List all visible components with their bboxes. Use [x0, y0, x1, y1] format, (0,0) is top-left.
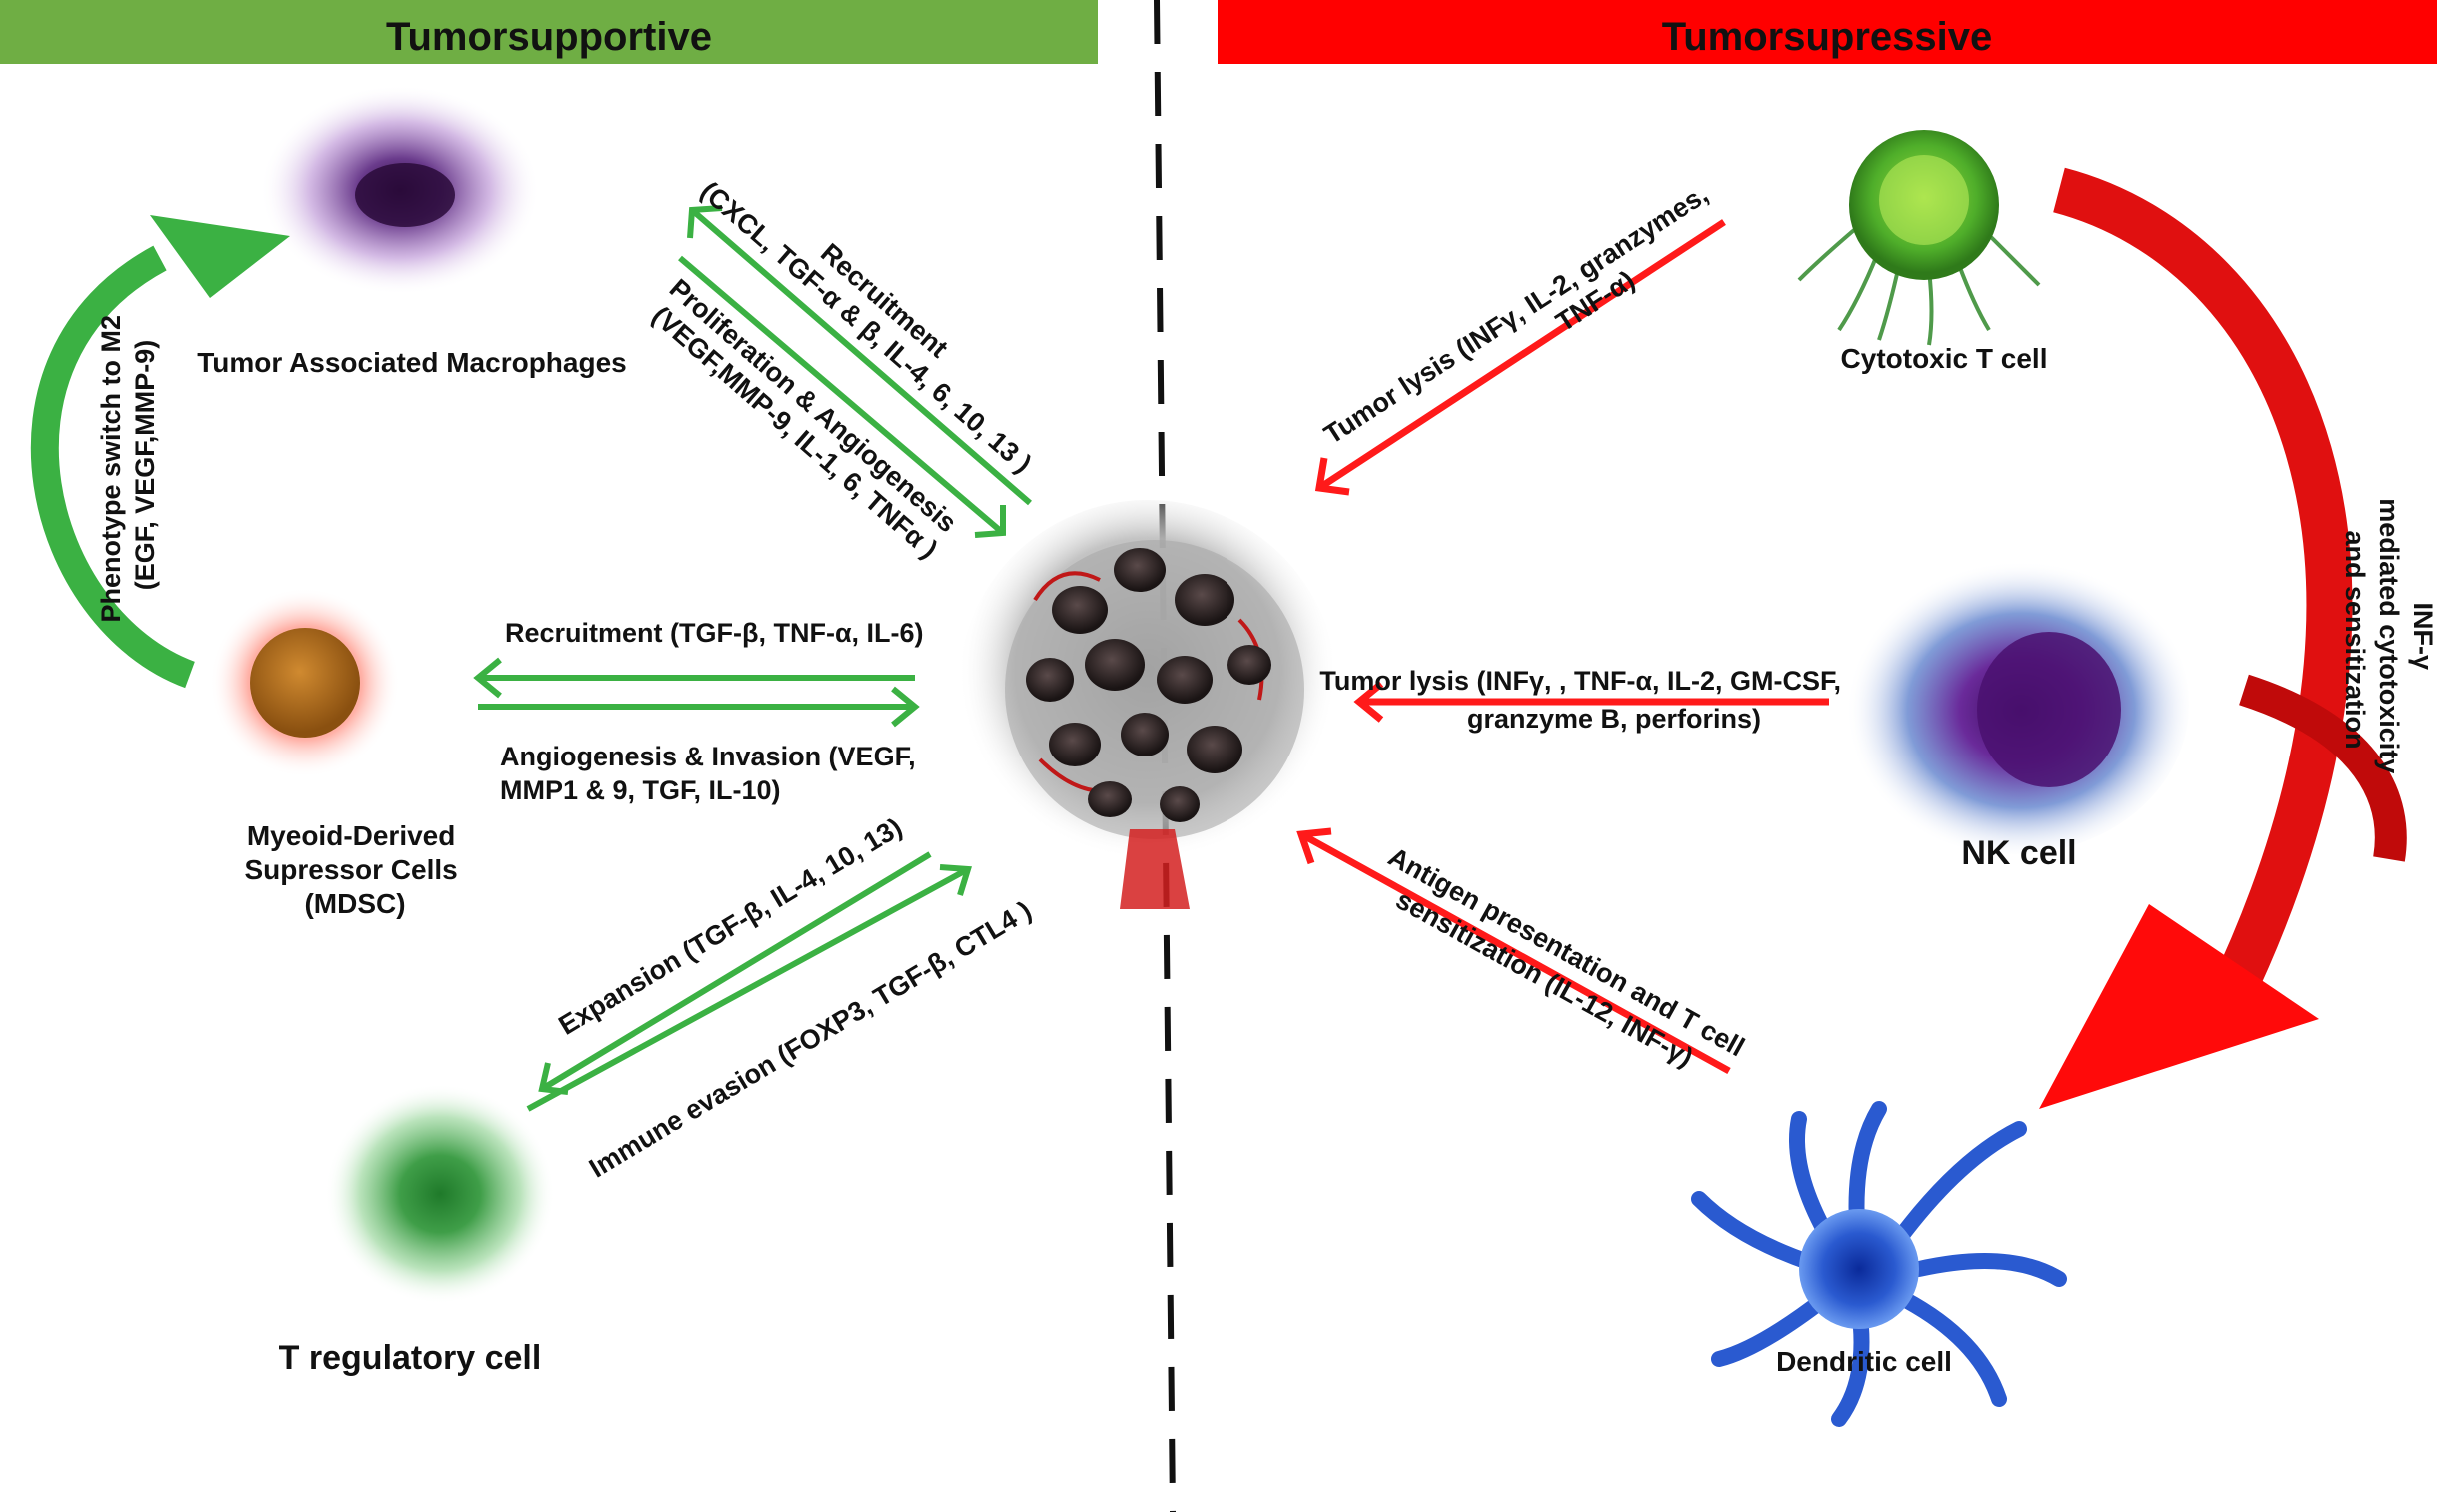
- tam-arrows: [678, 205, 1032, 538]
- mdsc-cell-icon: [210, 588, 400, 777]
- dendritic-cell-label: Dendritic cell: [1776, 1346, 1952, 1377]
- treg-cell-icon: [325, 1084, 555, 1304]
- mdsc-angio-line1: Angiogenesis & Invasion (VEGF,: [500, 742, 916, 771]
- nk-lysis-line1: Tumor lysis (INFγ, , TNF-α, IL-2, GM-CSF…: [1319, 666, 1841, 696]
- treg-arrows: [526, 851, 972, 1112]
- infg-text: INF-γ mediated cytotoxicity and sensitiz…: [2340, 498, 2438, 781]
- mdsc-label: Myeoid-Derived Supressor Cells (MDSC): [245, 820, 466, 919]
- infg-line2: mediated cytotoxicity: [2374, 498, 2404, 773]
- nk-cell-icon: [1839, 555, 2189, 854]
- phenotype-line1: Phenotype switch to M2: [96, 315, 126, 623]
- infg-line1: INF-γ: [2408, 602, 2438, 670]
- cytotoxic-t-cell-icon: [1797, 130, 2041, 346]
- phenotype-line2: (EGF, VEGF,MMP-9): [130, 340, 160, 591]
- tumor-mass-icon: [958, 500, 1337, 909]
- nk-arrow: [1353, 681, 1829, 723]
- infg-curved-arrow: [2039, 167, 2407, 1109]
- supportive-header-text: Tumorsupportive: [386, 15, 712, 59]
- dc-antigen-text: Antigen presentation and T cell sensitiz…: [1367, 841, 1756, 1096]
- macrophage-cell-icon: [260, 85, 540, 295]
- suppressive-header-text: Tumorsupressive: [1662, 15, 1993, 59]
- cytotoxic-t-cell-label: Cytotoxic T cell: [1841, 343, 2048, 374]
- phenotype-switch-arrow: [30, 215, 290, 689]
- ctl-lysis-line1: Tumor lysis (INFγ, IL-2, granzymes,: [1319, 179, 1714, 450]
- nk-lysis-line2: granzyme B, perforins): [1467, 704, 1761, 734]
- dc-arrow: [1296, 827, 1731, 1075]
- mdsc-label-line2: Supressor Cells: [245, 854, 458, 885]
- mdsc-angio-text: Angiogenesis & Invasion (VEGF, MMP1 & 9,…: [500, 742, 923, 805]
- ctl-lysis-text: Tumor lysis (INFγ, IL-2, granzymes, TNF-…: [1319, 175, 1737, 477]
- mdsc-angio-line2: MMP1 & 9, TGF, IL-10): [500, 775, 781, 805]
- nk-cell-label: NK cell: [1961, 834, 2076, 872]
- suppressive-header-bar: [1218, 0, 2437, 64]
- macrophage-label: Tumor Associated Macrophages: [197, 347, 626, 378]
- phenotype-switch-text: Phenotype switch to M2 (EGF, VEGF,MMP-9): [96, 307, 160, 622]
- supportive-header-bar: [0, 0, 1098, 64]
- mdsc-recruitment-text: Recruitment (TGF-β, TNF-α, IL-6): [505, 618, 924, 648]
- mdsc-label-line1: Myeoid-Derived: [247, 820, 456, 851]
- nk-lysis-text: Tumor lysis (INFγ, , TNF-α, IL-2, GM-CSF…: [1319, 666, 1848, 734]
- infg-line3: and sensitization: [2340, 530, 2370, 749]
- ctl-arrow: [1314, 219, 1726, 496]
- dc-antigen-line2: sensitization (IL-12, INF-γ): [1391, 884, 1698, 1072]
- dendritic-cell-icon: [1691, 1101, 2067, 1427]
- dc-antigen-line1: Antigen presentation and T cell: [1383, 841, 1749, 1062]
- treg-label: T regulatory cell: [279, 1339, 542, 1377]
- mdsc-arrows: [473, 657, 920, 728]
- mdsc-label-line3: (MDSC): [304, 888, 405, 919]
